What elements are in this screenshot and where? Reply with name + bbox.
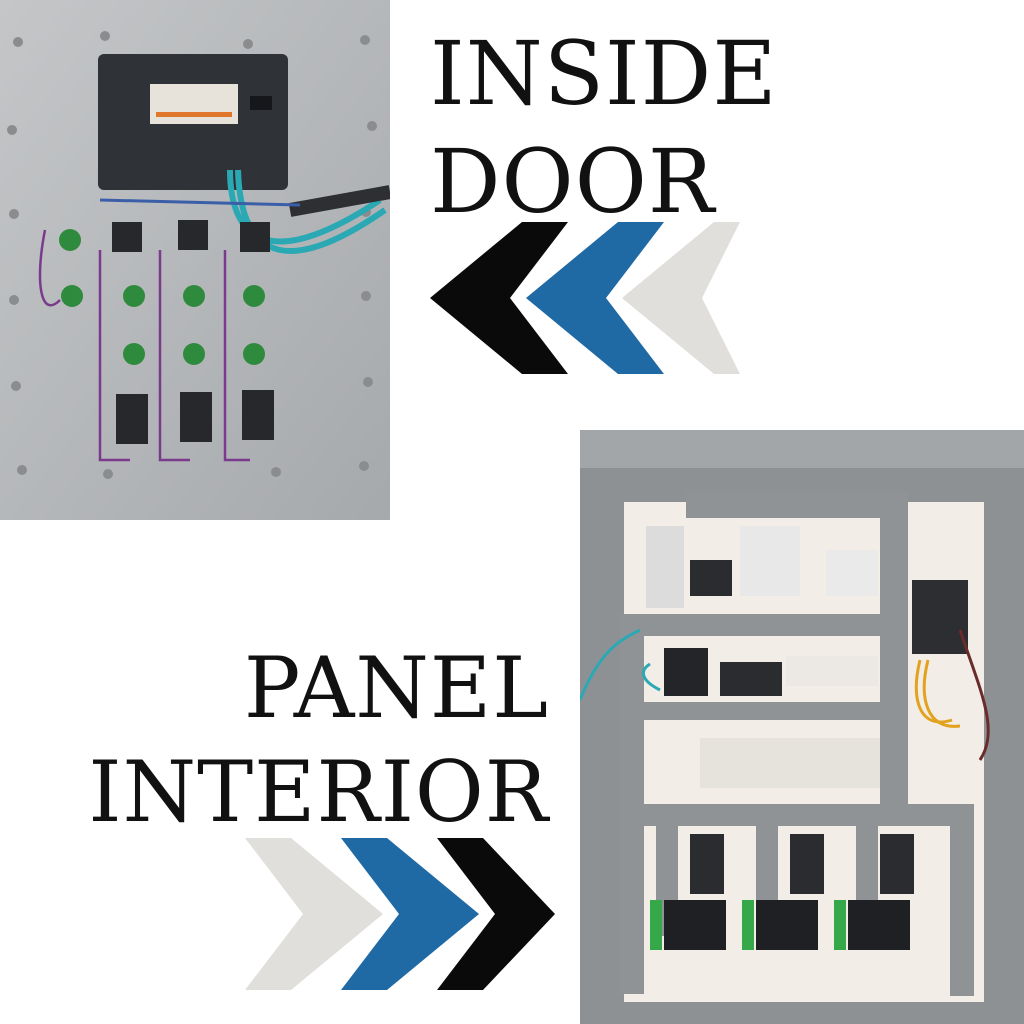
panel-interior-heading-line-2: INTERIOR <box>88 743 549 841</box>
inside-door-heading-line-1: INSIDE <box>430 22 778 125</box>
inside-door-heading-line-2: DOOR <box>430 130 716 233</box>
panel-interior-heading: PANEL INTERIOR <box>88 646 549 854</box>
panel-interior-heading-line-1: PANEL <box>243 639 549 737</box>
inside-door-heading: INSIDE DOOR <box>430 30 778 246</box>
blue-chevron-left <box>526 222 664 374</box>
right-chevrons-graphic <box>245 838 555 990</box>
inside-door-photo <box>0 0 390 520</box>
panel-interior-photo <box>580 430 1024 1024</box>
gray-chevron-left <box>622 222 740 374</box>
black-chevron-right <box>437 838 555 990</box>
black-chevron-left <box>430 222 568 374</box>
blue-chevron-right <box>341 838 479 990</box>
gray-chevron-right <box>245 838 383 990</box>
left-chevrons-graphic <box>430 222 740 374</box>
